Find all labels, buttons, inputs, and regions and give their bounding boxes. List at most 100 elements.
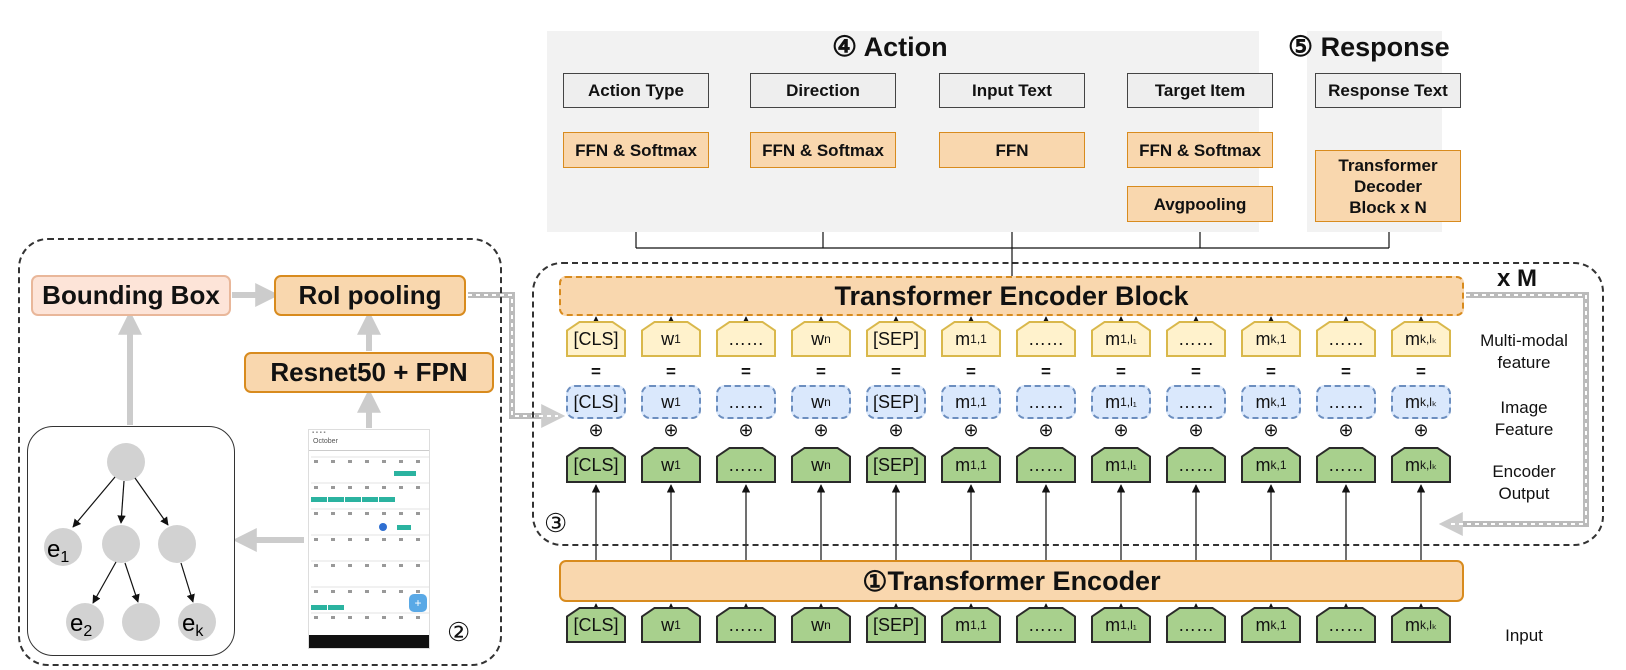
token-text: [SEP] xyxy=(868,609,924,641)
calendar-day-mark xyxy=(382,460,386,463)
transformer-encoder: ① Transformer Encoder xyxy=(559,560,1464,602)
resnet-fpn: Resnet50 + FPN xyxy=(244,352,494,393)
calendar-day-mark xyxy=(348,616,352,619)
calendar-event xyxy=(311,497,327,502)
token-sub: k,1 xyxy=(1270,332,1287,346)
token-inp-4: [SEP] xyxy=(866,607,926,643)
calendar-event xyxy=(311,605,327,610)
calendar-day-mark xyxy=(416,486,420,489)
token-text: [SEP] xyxy=(868,449,924,481)
equals-sign: = xyxy=(1341,362,1351,381)
token-sub: 1,1 xyxy=(970,458,987,472)
action-type-output: Action Type xyxy=(563,73,709,108)
calendar-day-mark xyxy=(365,538,369,541)
calendar-day-mark xyxy=(382,512,386,515)
token-sub: 1,1 xyxy=(970,395,987,409)
token-inp-10: …… xyxy=(1316,607,1376,643)
svg-text:e2: e2 xyxy=(70,610,92,640)
token-text: …… xyxy=(1018,323,1074,355)
transformer-encoder-block: Transformer Encoder Block xyxy=(559,276,1464,316)
equals-sign: = xyxy=(891,362,901,381)
calendar-day-mark xyxy=(365,564,369,567)
token-img-0: [CLS] xyxy=(566,385,626,419)
token-text: …… xyxy=(728,391,764,412)
target-item-ffn: FFN & Softmax xyxy=(1127,132,1273,168)
plus-sign: ⊕ xyxy=(588,420,604,440)
plus-sign: ⊕ xyxy=(888,420,904,440)
token-text: …… xyxy=(1168,449,1224,481)
calendar-day-mark xyxy=(314,460,318,463)
calendar-day-mark xyxy=(314,486,318,489)
direction-output: Direction xyxy=(750,73,896,108)
direction-ffn: FFN & Softmax xyxy=(750,132,896,168)
token-sub: k,1 xyxy=(1270,395,1287,409)
token-text: …… xyxy=(718,323,774,355)
equals-sign: = xyxy=(816,362,826,381)
e1-text: e xyxy=(47,536,60,563)
token-img-6: …… xyxy=(1016,385,1076,419)
calendar-day-mark xyxy=(365,512,369,515)
tree-root-node xyxy=(107,443,145,481)
bounding-box: Bounding Box xyxy=(31,275,231,316)
token-sub: k,lₖ xyxy=(1419,395,1438,409)
response-text-output: Response Text xyxy=(1315,73,1461,108)
equals-sign: = xyxy=(1191,362,1201,381)
token-text: …… xyxy=(1028,391,1064,412)
calendar-event xyxy=(394,471,416,476)
token-sub: 1,1 xyxy=(970,332,987,346)
token-mm-6: …… xyxy=(1016,321,1076,357)
token-inp-2: …… xyxy=(716,607,776,643)
token-enc-2: …… xyxy=(716,447,776,483)
encoder-output-label: Encoder Output xyxy=(1492,462,1556,503)
calendar-day-mark xyxy=(416,538,420,541)
equals-sign: = xyxy=(591,362,601,381)
plus-sign: ⊕ xyxy=(1338,420,1354,440)
calendar-day-mark xyxy=(416,512,420,515)
calendar-day-mark xyxy=(314,538,318,541)
action-type-ffn: FFN & Softmax xyxy=(563,132,709,168)
calendar-event xyxy=(362,497,378,502)
ek-sub: k xyxy=(195,623,204,640)
encoder-label: Transformer Encoder xyxy=(887,565,1161,596)
token-mm-2: …… xyxy=(716,321,776,357)
input-text-ffn: FFN xyxy=(939,132,1085,168)
token-text: …… xyxy=(1168,323,1224,355)
calendar-day-mark xyxy=(348,590,352,593)
transformer-decoder-block: Transformer Decoder Block x N xyxy=(1315,150,1461,222)
calendar-today-dot xyxy=(379,523,387,531)
token-inp-6: …… xyxy=(1016,607,1076,643)
plus-sign: ⊕ xyxy=(1038,420,1054,440)
calendar-day-mark xyxy=(365,460,369,463)
token-text: …… xyxy=(718,609,774,641)
calendar-day-mark xyxy=(331,616,335,619)
token-text: [CLS] xyxy=(573,391,619,412)
token-inp-8: …… xyxy=(1166,607,1226,643)
token-mm-0: [CLS] xyxy=(566,321,626,357)
token-sub: n xyxy=(824,618,831,632)
token-mm-10: …… xyxy=(1316,321,1376,357)
calendar-day-mark xyxy=(365,616,369,619)
e2-text: e xyxy=(70,610,83,637)
calendar-day-mark xyxy=(399,590,403,593)
target-item-output: Target Item xyxy=(1127,73,1273,108)
calendar-day-mark xyxy=(348,460,352,463)
token-img-10: …… xyxy=(1316,385,1376,419)
token-sub: 1 xyxy=(674,395,681,409)
calendar-day-mark xyxy=(331,590,335,593)
calendar-day-mark xyxy=(365,486,369,489)
